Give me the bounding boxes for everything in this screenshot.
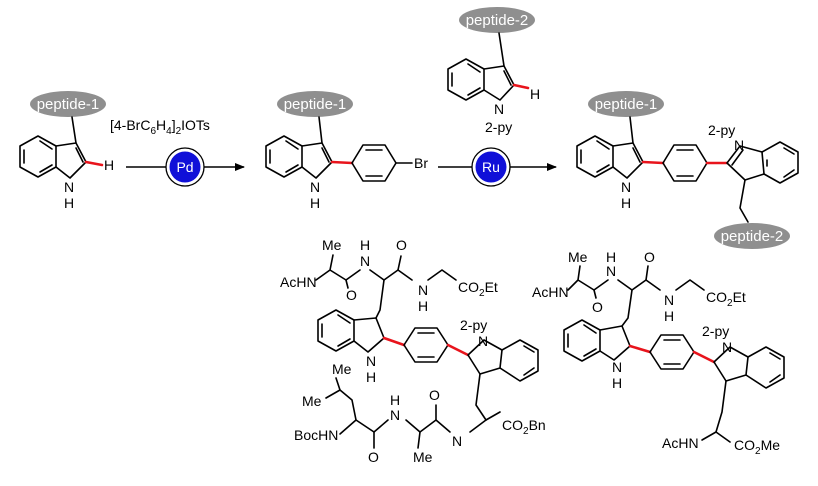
peptide-1-tag: [277, 91, 353, 117]
example-macrocycle: AcHN Me O N H O N H CO2Et N H N 2-py CO2…: [280, 237, 546, 465]
peptide-1-tag: [588, 91, 664, 117]
indole-n-2: N: [734, 137, 744, 153]
starting-indole-1: peptide-1 H N H: [19, 91, 114, 211]
methyl-label: Me: [568, 249, 588, 265]
carbonyl-o: O: [592, 299, 603, 315]
step-1-arrow: [4-BrC6H4]2IOTs Pd: [110, 117, 245, 187]
carbonyl-o: O: [368, 449, 379, 465]
amide-h: H: [390, 392, 400, 408]
indole-n: N: [612, 359, 622, 375]
pd-label: Pd: [176, 159, 193, 175]
peptide-1-label: peptide-1: [37, 96, 100, 113]
indole-n: N: [366, 353, 376, 369]
peptide-2-label: peptide-2: [466, 12, 529, 29]
peptide-1-tag: [30, 91, 106, 117]
acetamide-label: AcHN: [280, 274, 317, 290]
amide-h: H: [664, 308, 674, 324]
two-pyridyl-label: 2-py: [702, 323, 729, 339]
methyl-label: Me: [322, 237, 342, 253]
two-pyridyl-label: 2-py: [460, 317, 487, 333]
leucine-methyl-1: Me: [332, 361, 352, 377]
peptide-2-tag: [459, 7, 535, 33]
indole-n-2: N: [722, 339, 732, 355]
bisindole-product: peptide-1 N H N 2-py peptide-2: [576, 91, 799, 249]
amide-h: H: [360, 237, 370, 253]
ru-catalyst: [475, 151, 507, 183]
benzyl-ester-label: CO2Bn: [502, 417, 546, 437]
peptide-2-tag: [714, 223, 790, 249]
indole-nh: H: [310, 195, 320, 211]
amide-n: N: [664, 292, 674, 308]
carbonyl-o: O: [429, 387, 440, 403]
indole-nh: H: [621, 195, 631, 211]
indole-n: N: [621, 179, 631, 195]
amide-h: H: [606, 249, 616, 265]
pyridyl-indole-reagent: peptide-2 H N 2-py: [447, 7, 540, 135]
amide-n: N: [452, 433, 462, 449]
acetamide-label: AcHN: [532, 284, 569, 300]
two-pyridyl-label: 2-py: [485, 119, 512, 135]
methyl-label: Me: [413, 449, 433, 465]
indole-n: N: [310, 179, 320, 195]
ethyl-ester-label: CO2Et: [706, 289, 746, 309]
carbonyl-o: O: [346, 287, 357, 303]
amide-n: N: [418, 282, 428, 298]
boc-amine-label: BocHN: [294, 427, 338, 443]
peptide-2-label: peptide-2: [721, 228, 784, 245]
example-linear: AcHN Me O N H O N H CO2Et N H N 2-py AcH…: [532, 249, 785, 457]
bromoaryl-indole: peptide-1 N H Br: [265, 91, 428, 211]
step-2-arrow: Ru: [438, 147, 557, 187]
amide-n: N: [606, 263, 616, 279]
carbonyl-o: O: [644, 249, 655, 265]
peptide-1-label: peptide-1: [595, 96, 658, 113]
acetamide-label-2: AcHN: [662, 435, 699, 451]
pd-catalyst: [169, 151, 201, 183]
indole-nh: H: [366, 369, 376, 385]
indole-n: N: [494, 101, 504, 117]
reagent-diaryliodonium: [4-BrC6H4]2IOTs: [110, 117, 210, 137]
amide-n: N: [360, 253, 370, 269]
amide-h: H: [418, 298, 428, 314]
indole-nh: H: [64, 195, 74, 211]
ru-label: Ru: [482, 159, 500, 175]
leucine-methyl-2: Me: [302, 393, 322, 409]
c2-hydrogen: H: [530, 86, 540, 102]
c2-hydrogen: H: [104, 157, 114, 173]
ethyl-ester-label: CO2Et: [458, 279, 498, 299]
bromine: Br: [414, 155, 428, 171]
indole-nh: H: [612, 375, 622, 391]
amide-n: N: [390, 407, 400, 423]
peptide-1-label: peptide-1: [284, 96, 347, 113]
methyl-ester-label: CO2Me: [734, 437, 780, 457]
two-pyridyl-label: 2-py: [708, 122, 735, 138]
carbonyl-o: O: [396, 237, 407, 253]
indole-n-2: N: [478, 333, 488, 349]
indole-n: N: [64, 179, 74, 195]
